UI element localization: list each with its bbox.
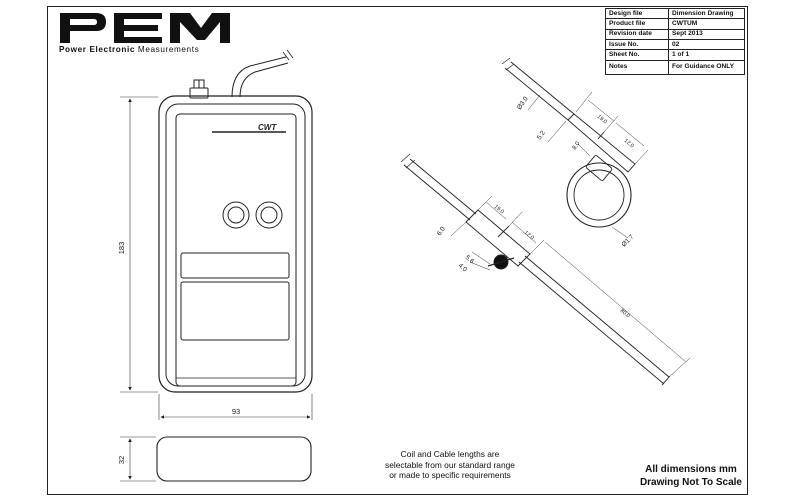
title-block-body: Design file Dimension Drawing Product fi… [605,7,745,76]
probe-small-coil-dia: Ø1.7 [620,233,635,248]
device-dimension-lines [120,96,313,482]
length-note-line: Coil and Cable lengths are [400,449,500,459]
probe-small-length-a: 19.0 [596,114,608,125]
probe-large-drawing [400,153,671,386]
not-to-scale-text: Drawing Not To Scale [639,477,742,488]
title-key: Notes [605,59,669,76]
title-value: 1 of 1 [668,49,745,61]
scale-note: All dimensions mm Drawing Not To Scale [640,463,742,489]
device-width-dimension: 93 [232,407,240,416]
device-depth-dimension: 32 [117,456,126,464]
title-row-sheet-no: Sheet No. 1 of 1 [605,49,745,61]
title-block: Design file Dimension Drawing Product fi… [605,7,745,76]
probe-small-body-dia: 5.2 [536,129,547,141]
logo-subtitle-measurements: Measurements [137,45,200,54]
probe-large-body-dia: 6.0 [436,225,447,237]
probe-large-clip-dia: 4.0 [457,262,469,273]
device-side-view [156,436,312,482]
length-note-line: selectable from our standard range [385,459,515,470]
drawing-border [47,6,748,495]
device-front-view [158,49,313,393]
probe-large-dimension-lines [450,195,691,378]
probe-small-cable-dia: Ø3.0 [516,95,530,111]
length-note: Coil and Cable lengths are selectable fr… [360,449,540,481]
all-dimensions-text: All dimensions mm [645,464,737,475]
device-height-dimension: 183 [117,242,126,255]
title-value: For Guidance ONLY [668,59,745,76]
probe-large-length-b: 12.0 [523,230,535,241]
probe-small-dimension-lines [527,91,649,239]
probe-small-clip-width: 8.0 [572,140,582,151]
length-note-line: or made to specific requirements [389,470,511,480]
logo-subtitle-electronic: Electronic [89,45,136,54]
title-row-notes: Notes For Guidance ONLY [605,59,745,76]
pem-logo [60,13,230,43]
probe-small-drawing [501,57,636,228]
logo-subtitle-power: Power [59,45,87,54]
device-brand-label: CWT [258,123,277,132]
probe-large-length-a: 19.0 [493,204,505,215]
logo-subtitle: Power Electronic Measurements [59,45,199,54]
probe-large-sleeve-dia: 5.6 [464,254,476,265]
probe-small-length-b: 12.0 [623,138,635,149]
probe-large-coil-length: 80.0 [619,308,631,319]
